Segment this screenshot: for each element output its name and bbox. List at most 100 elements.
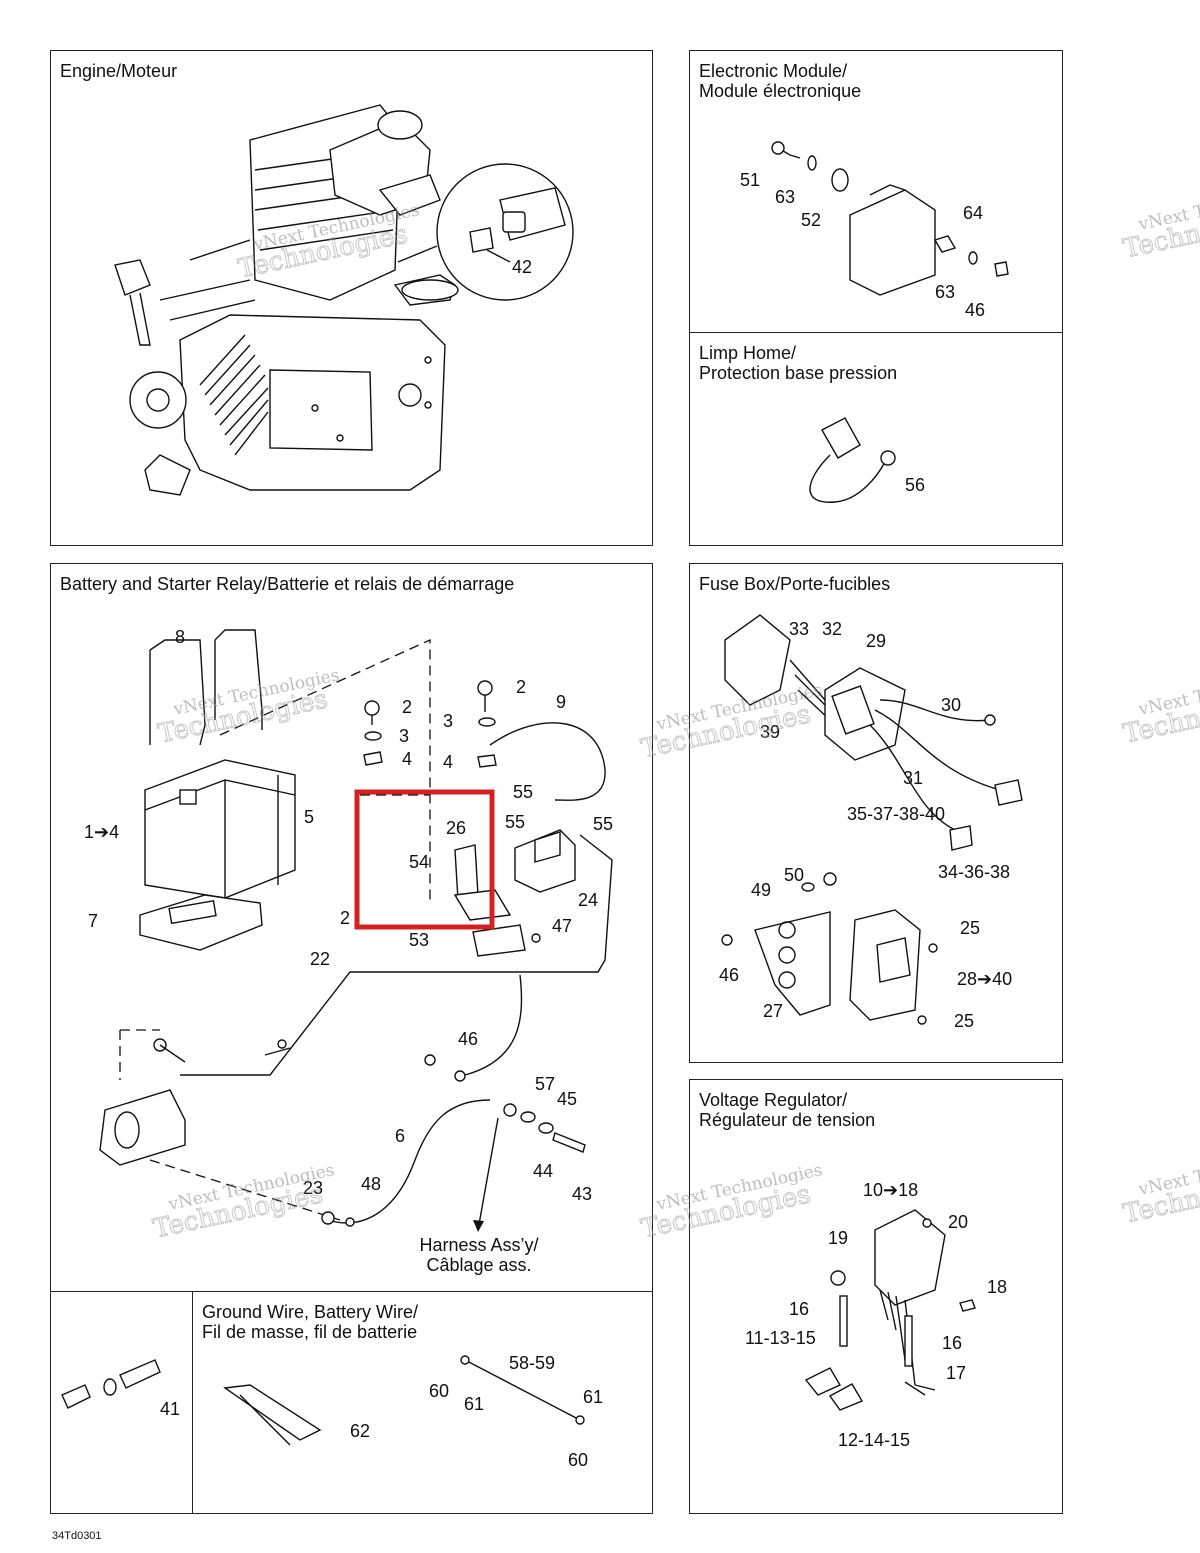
callout: 7	[88, 911, 98, 931]
callout: 46	[458, 1029, 478, 1049]
electronic-module-panel-title: Electronic Module/ Module électronique	[699, 61, 862, 101]
callout: 31	[903, 768, 923, 788]
harness-note: Harness Ass’y/Câblage ass.	[419, 1235, 538, 1275]
voltage-regulator-drawing	[804, 1209, 976, 1411]
battery-callouts: 8 2 3 4 2 3 4 9 1➔4 5 55 26 55 55 54 24 …	[84, 627, 613, 1204]
callout: 54	[409, 852, 429, 872]
callout: 22	[310, 949, 330, 969]
highlight-box	[354, 789, 495, 930]
callout: 39	[760, 722, 780, 742]
drawing-code: 34Td0301	[52, 1530, 102, 1542]
callout: 2	[402, 697, 412, 717]
battery-drawing	[99, 629, 613, 1232]
callout: 25	[954, 1011, 974, 1031]
limp-home-panel: Limp Home/ Protection base pression	[689, 332, 1063, 546]
callout: 46	[965, 300, 985, 320]
limp-home-drawing	[809, 417, 896, 503]
battery-panel-title: Battery and Starter Relay/Batterie et re…	[60, 574, 515, 594]
callout: 2	[340, 908, 350, 928]
callout: 63	[775, 187, 795, 207]
callout: 26	[446, 818, 466, 838]
callout: 3	[399, 726, 409, 746]
callout: 3	[443, 711, 453, 731]
callout: 9	[556, 692, 566, 712]
ground-wire-drawing	[61, 1355, 585, 1446]
callout: 64	[963, 203, 983, 223]
ground-wire-panel-title: Ground Wire, Battery Wire/ Fil de masse,…	[202, 1302, 419, 1342]
engine-panel: Engine/Moteur	[50, 50, 653, 546]
fuse-box-panel: Fuse Box/Porte-fucibles	[689, 563, 1063, 1063]
electronic-module-callouts: 51 63 52 64 63 46	[740, 170, 985, 320]
callout: 44	[533, 1161, 553, 1181]
electronic-module-panel: Electronic Module/ Module électronique	[689, 50, 1063, 333]
callout: 18	[987, 1277, 1007, 1297]
callout: 42	[512, 257, 532, 277]
callout: 1➔4	[84, 822, 119, 842]
callout: 28➔40	[957, 969, 1012, 989]
harness-note-line: Harness Ass’y/	[419, 1235, 538, 1255]
callout: 2	[516, 677, 526, 697]
callout: 17	[946, 1363, 966, 1383]
callout: 56	[905, 475, 925, 495]
callout: 60	[568, 1450, 588, 1470]
fuse-box-callouts: 33 32 29 39 30 31 35-37-38-40 34-36-38 5…	[719, 619, 1012, 1031]
callout: 62	[350, 1421, 370, 1441]
fuse-box-drawing	[721, 614, 1023, 1025]
callout: 25	[960, 918, 980, 938]
engine-panel-title: Engine/Moteur	[60, 61, 178, 81]
callout: 46	[719, 965, 739, 985]
callout: 10➔18	[863, 1180, 918, 1200]
limp-home-callouts: 56	[905, 475, 925, 495]
callout: 35-37-38-40	[847, 804, 945, 824]
callout: 33	[789, 619, 809, 639]
callout: 27	[763, 1001, 783, 1021]
callout: 4	[402, 749, 412, 769]
callout: 23	[303, 1178, 323, 1198]
callout: 55	[505, 812, 525, 832]
callout: 16	[942, 1333, 962, 1353]
callout: 52	[801, 210, 821, 230]
callout: 4	[443, 752, 453, 772]
callout: 49	[751, 880, 771, 900]
callout: 20	[948, 1212, 968, 1232]
callout: 53	[409, 930, 429, 950]
callout: 61	[464, 1394, 484, 1414]
callout: 55	[513, 782, 533, 802]
callout: 50	[784, 865, 804, 885]
callout: 12-14-15	[838, 1430, 910, 1450]
fuse-box-panel-title: Fuse Box/Porte-fucibles	[699, 574, 891, 594]
electronic-module-drawing	[771, 141, 1009, 296]
callout: 29	[866, 631, 886, 651]
callout: 60	[429, 1381, 449, 1401]
callout: 41	[160, 1399, 180, 1419]
callout: 61	[583, 1387, 603, 1407]
callout: 45	[557, 1089, 577, 1109]
ground-wire-panel: Ground Wire, Battery Wire/ Fil de masse,…	[192, 1291, 653, 1514]
callout: 11-13-15	[745, 1328, 816, 1348]
callout: 8	[175, 627, 185, 647]
callout: 16	[789, 1299, 809, 1319]
callout: 51	[740, 170, 760, 190]
callout: 19	[828, 1228, 848, 1248]
engine-drawing	[114, 104, 574, 496]
callout: 5	[304, 807, 314, 827]
callout: 63	[935, 282, 955, 302]
ground-wire-callouts: 41 62 58-59 60 61 61 60	[160, 1353, 603, 1470]
callout: 47	[552, 916, 572, 936]
callout: 30	[941, 695, 961, 715]
callout: 57	[535, 1074, 555, 1094]
voltage-regulator-callouts: 10➔18 20 19 18 16 16 11-13-15 17 12-14-1…	[745, 1180, 1007, 1450]
callout: 58-59	[509, 1353, 555, 1373]
callout: 6	[395, 1126, 405, 1146]
callout: 32	[822, 619, 842, 639]
callout: 34-36-38	[938, 862, 1010, 882]
callout: 55	[593, 814, 613, 834]
